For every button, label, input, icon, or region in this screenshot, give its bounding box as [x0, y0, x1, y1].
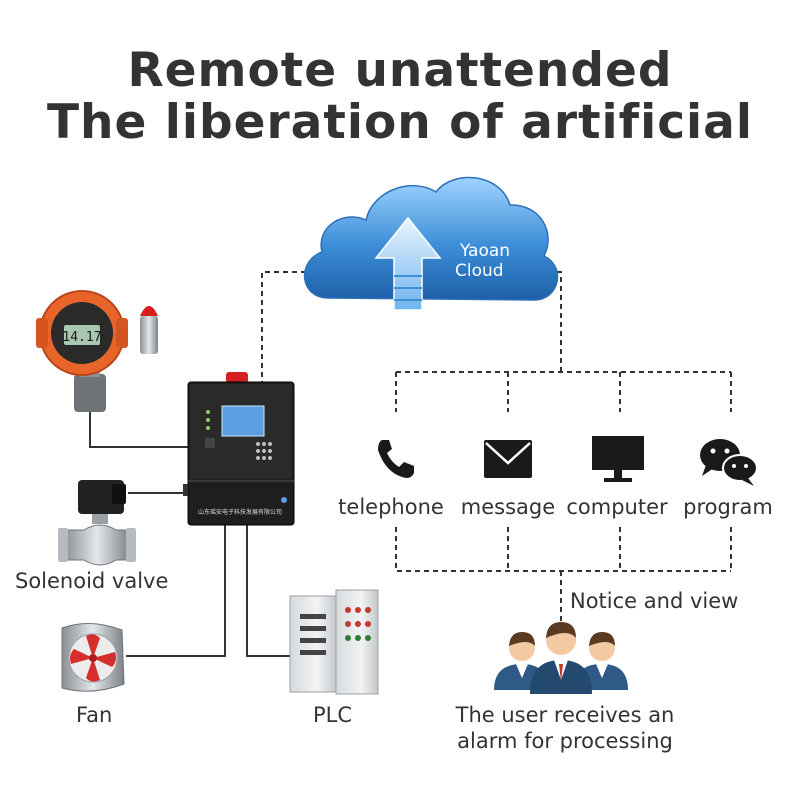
detector-sensor-head: [74, 374, 106, 412]
user-center: [530, 622, 592, 694]
channel-label-telephone: telephone: [338, 495, 444, 519]
controller-keypad: [256, 442, 272, 460]
notice-label: Notice and view: [570, 589, 739, 613]
users-icon: [494, 622, 628, 694]
fan-line: [126, 525, 226, 657]
solenoid-valve: [58, 480, 136, 566]
channel-label-computer: computer: [566, 495, 668, 519]
cloud-to-channels-line: [512, 271, 562, 372]
cloud-name-line-2: Cloud: [455, 261, 504, 281]
plc-label: PLC: [313, 703, 353, 727]
fan-label: Fan: [76, 703, 113, 727]
cloud-upload-arrow: [374, 216, 442, 311]
cloud-name-line-1: Yaoan: [459, 241, 510, 261]
cloud-to-controller-line: [261, 271, 315, 382]
title-line-2: The liberation of artificial: [46, 95, 753, 150]
axial-fan: [61, 623, 125, 692]
phone-icon: [378, 440, 414, 478]
arrow-stripes: [394, 275, 422, 301]
chat-bubbles-icon: [700, 439, 758, 486]
gas-detector: 14.17: [36, 290, 158, 412]
fan-blades: [70, 634, 116, 682]
controller-label-strip: 山东瑶安电子科技发展有限公司: [198, 508, 282, 516]
connection-lines: [89, 271, 732, 657]
detector-line: [89, 412, 188, 448]
channel-label-message: message: [460, 495, 556, 519]
detector-lcd: [64, 325, 100, 345]
plc-line: [246, 525, 290, 657]
controller-leds: [206, 410, 210, 430]
user-instruction-line-1: The user receives an: [455, 703, 675, 727]
title-line-1: Remote unattended: [127, 43, 673, 98]
plc-cabinet-right: [335, 589, 379, 695]
valve-label: Solenoid valve: [15, 569, 169, 593]
channels-bottom-bus: [395, 527, 732, 572]
channel-label-program: program: [683, 495, 773, 519]
envelope-icon: [484, 440, 532, 478]
plc-cabinet-left: [289, 595, 337, 693]
channels-top-bus: [395, 371, 732, 412]
user-instruction: The user receives an alarm for processin…: [420, 702, 710, 754]
plc-controls-right: [345, 607, 371, 627]
yaoan-cloud: Yaoan Cloud: [304, 176, 559, 311]
user-instruction-line-2: alarm for processing: [457, 729, 673, 753]
monitor-icon: [592, 436, 644, 482]
detector-alarm-light: [140, 306, 158, 316]
controller-alarm-light: [226, 372, 248, 383]
plc-controls-left: [300, 614, 326, 655]
controller-screen: [221, 405, 265, 437]
alarm-controller: 山东瑶安电子科技发展有限公司: [183, 372, 295, 526]
plc-cabinet: [289, 589, 379, 695]
detector-reading: 14.17: [62, 330, 101, 345]
cloud-shape: [304, 176, 559, 301]
valve-body: [63, 524, 131, 566]
